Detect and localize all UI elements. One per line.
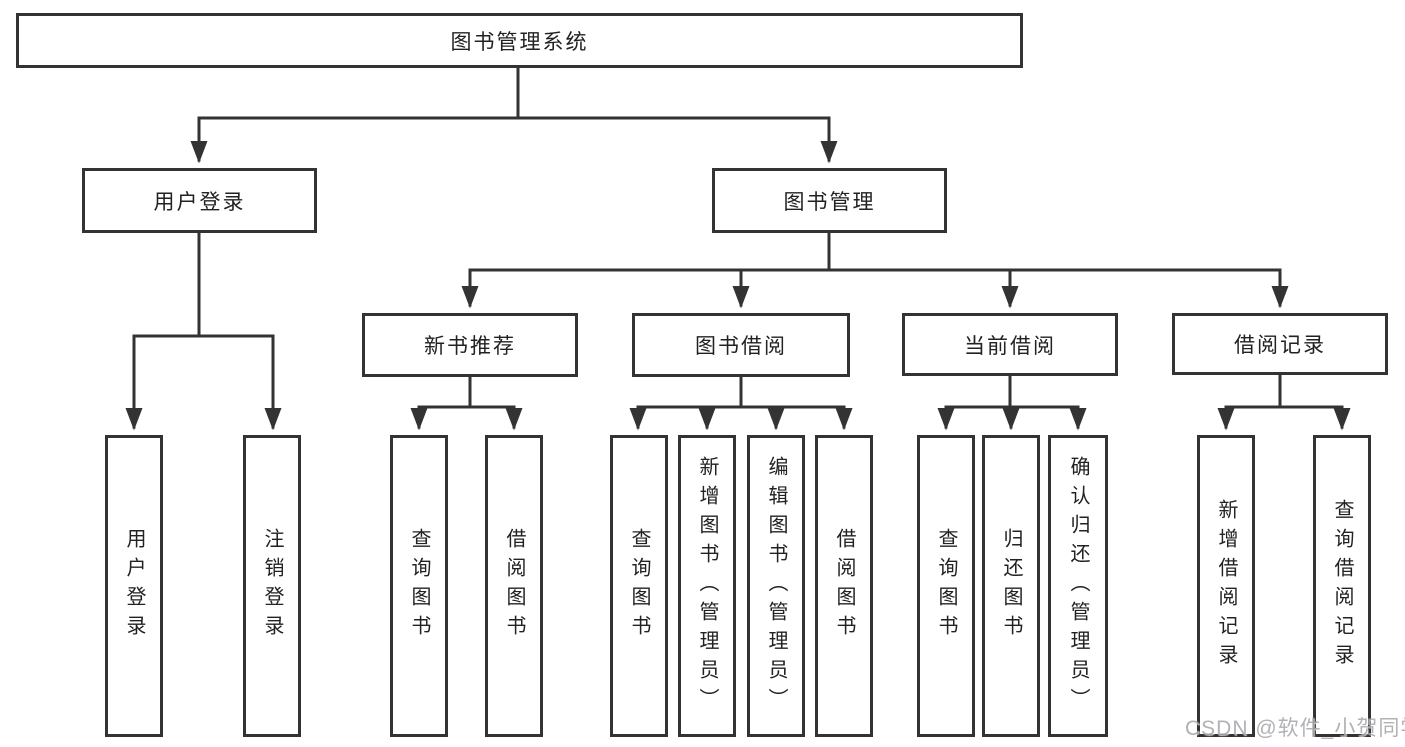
node-label: 新书推荐 xyxy=(424,335,516,358)
connector-current-borrow-children xyxy=(937,374,1087,431)
connector-user-login-children xyxy=(125,231,282,431)
node-label: 借阅图书 xyxy=(503,528,525,644)
node-label: 查询图书 xyxy=(408,528,430,644)
leaf-borrow-add-books-admin: 新增图书（管理员） xyxy=(678,435,736,737)
leaf-borrow-borrow-books: 借阅图书 xyxy=(815,435,873,737)
leaf-newbook-borrow-books: 借阅图书 xyxy=(485,435,543,737)
csdn-watermark: CSDN @软件_小贺同学 xyxy=(1185,717,1405,740)
connector-borrow-records-children xyxy=(1217,373,1351,431)
node-label: 用户登录 xyxy=(153,190,246,214)
leaf-borrow-query-books: 查询图书 xyxy=(610,435,668,737)
node-label: 确认归还（管理员） xyxy=(1067,455,1089,717)
connector-new-book-children xyxy=(410,375,523,431)
connector-book-borrow-children xyxy=(629,375,853,431)
node-current-borrowing: 当前借阅 xyxy=(902,313,1118,376)
leaf-newbook-query-books: 查询图书 xyxy=(390,435,448,737)
node-new-book-recommendation: 新书推荐 xyxy=(362,313,578,377)
node-library-system: 图书管理系统 xyxy=(16,13,1023,68)
node-borrowing-records: 借阅记录 xyxy=(1172,313,1388,375)
node-label: 新增借阅记录 xyxy=(1215,499,1237,673)
node-book-borrowing: 图书借阅 xyxy=(632,313,850,377)
connector-book-management-children xyxy=(461,231,1289,309)
leaf-current-confirm-return-admin: 确认归还（管理员） xyxy=(1048,435,1108,737)
leaf-records-add-record: 新增借阅记录 xyxy=(1197,435,1255,737)
leaf-logout: 注销登录 xyxy=(243,435,301,737)
node-user-login: 用户登录 xyxy=(82,168,317,233)
node-label: 查询图书 xyxy=(935,528,957,644)
node-label: 注销登录 xyxy=(261,528,283,644)
node-label: 借阅图书 xyxy=(833,528,855,644)
node-label: 新增图书（管理员） xyxy=(696,455,718,717)
leaf-user-login: 用户登录 xyxy=(105,435,163,737)
node-label: 图书借阅 xyxy=(695,335,787,358)
node-label: 查询图书 xyxy=(628,528,650,644)
node-label: 图书管理系统 xyxy=(450,30,589,54)
leaf-current-query-books: 查询图书 xyxy=(917,435,975,737)
node-label: 当前借阅 xyxy=(964,334,1056,358)
node-label: 借阅记录 xyxy=(1234,334,1326,357)
node-label: 归还图书 xyxy=(1000,528,1022,644)
node-label: 编辑图书（管理员） xyxy=(765,455,787,717)
node-label: 用户登录 xyxy=(123,528,145,644)
node-book-management: 图书管理 xyxy=(712,168,947,233)
connector-root-to-level2 xyxy=(190,66,838,164)
node-label: 查询借阅记录 xyxy=(1331,499,1353,673)
leaf-borrow-edit-books-admin: 编辑图书（管理员） xyxy=(747,435,805,737)
leaf-records-query-record: 查询借阅记录 xyxy=(1313,435,1371,737)
leaf-current-return-books: 归还图书 xyxy=(982,435,1040,737)
node-label: 图书管理 xyxy=(783,190,876,214)
